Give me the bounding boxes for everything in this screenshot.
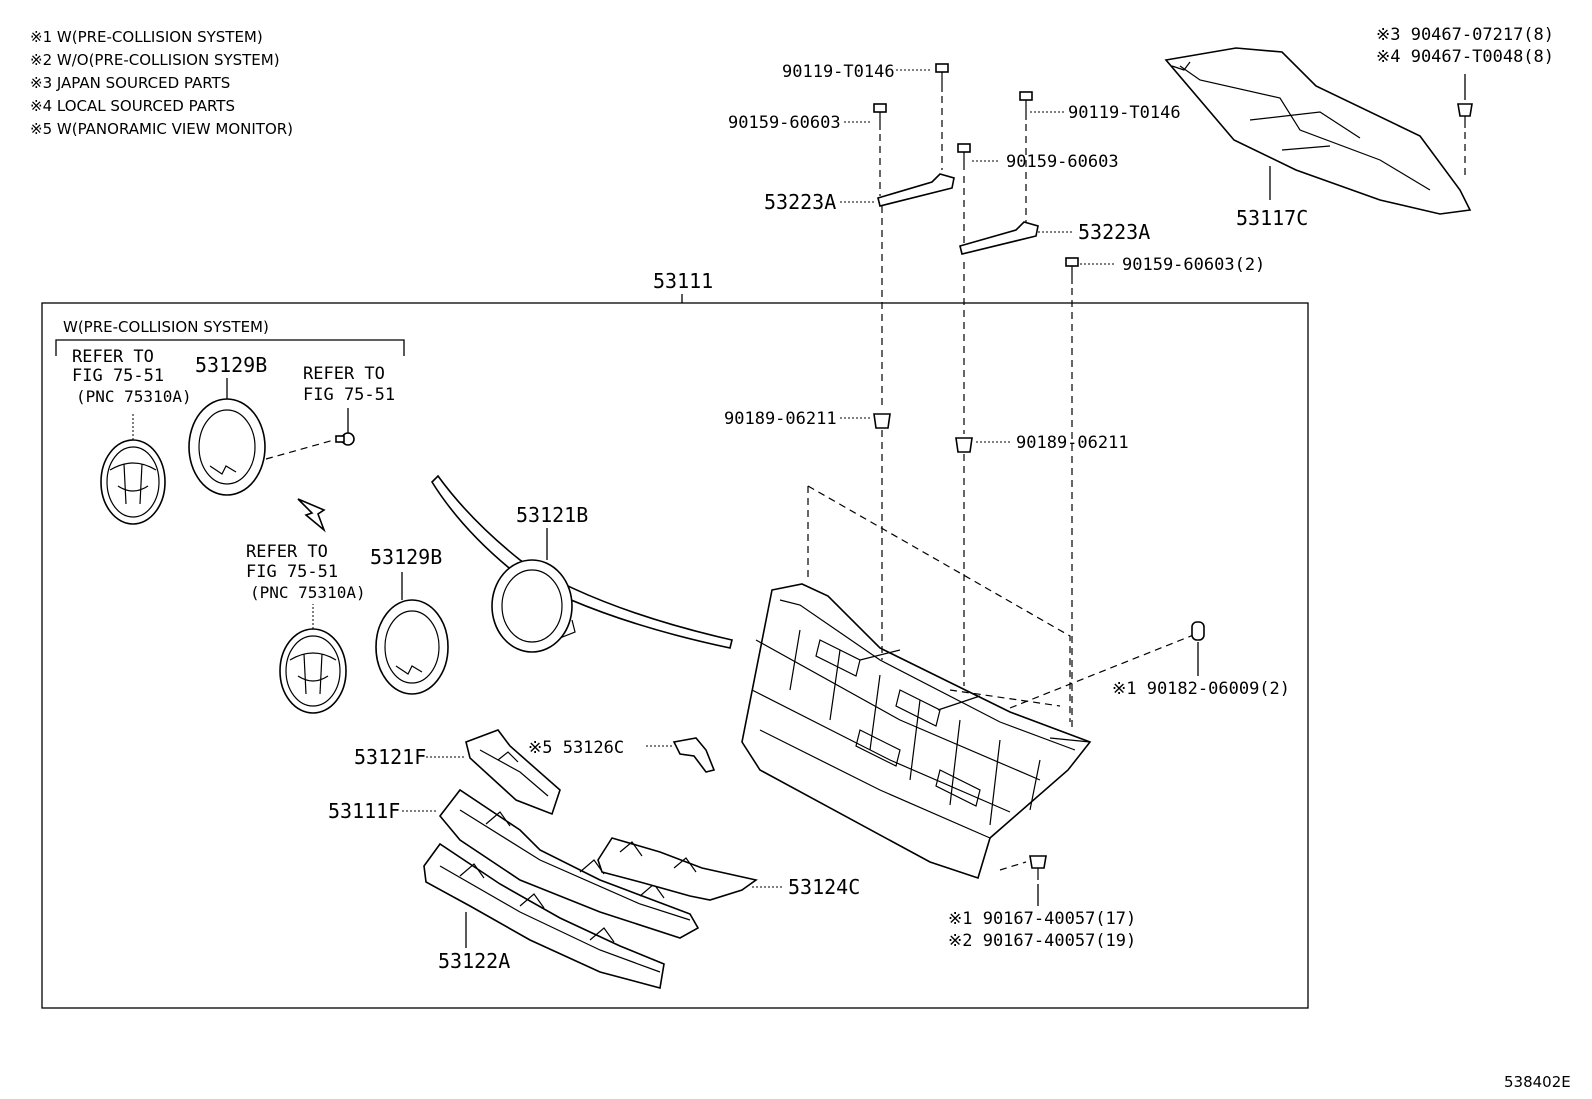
svg-text:FIG 75-51: FIG 75-51 <box>303 385 395 405</box>
part-label-53122a[interactable]: 53122A <box>438 949 510 973</box>
svg-text:FIG 75-51: FIG 75-51 <box>72 366 164 386</box>
part-label-53117c[interactable]: 53117C <box>1236 206 1308 230</box>
svg-text:(PNC 75310A): (PNC 75310A) <box>76 387 192 406</box>
legend-item-4: ※4 LOCAL SOURCED PARTS <box>30 97 235 115</box>
molding-53111f-icon <box>402 788 700 939</box>
part-label-90189-right[interactable]: 90189-06211 <box>1016 433 1129 453</box>
part-label-53111[interactable]: 53111 <box>653 269 713 293</box>
part-label-53124c[interactable]: 53124C <box>788 875 860 899</box>
svg-text:FIG 75-51: FIG 75-51 <box>246 562 338 582</box>
part-label-90467-japan[interactable]: ※3 90467-07217(8) <box>1376 25 1554 45</box>
part-label-90159-mid[interactable]: 90159-60603 <box>1006 152 1119 172</box>
bracket-53126c-icon <box>646 737 716 773</box>
part-label-90182[interactable]: ※1 90182-06009(2) <box>1112 679 1290 699</box>
nut-90189-left-icon <box>840 413 891 429</box>
refer-to-fig-right[interactable]: REFER TO FIG 75-51 <box>303 364 395 405</box>
svg-text:REFER TO: REFER TO <box>246 542 328 562</box>
part-label-90159-2[interactable]: 90159-60603(2) <box>1122 255 1265 275</box>
part-label-90119-right[interactable]: 90119-T0146 <box>1068 103 1181 123</box>
part-label-53129b-lower[interactable]: 53129B <box>370 545 442 569</box>
refer-to-fig-lower[interactable]: REFER TO FIG 75-51 (PNC 75310A) <box>246 542 366 602</box>
part-label-53223a-right[interactable]: 53223A <box>1078 220 1150 244</box>
cover-53117c-icon <box>1164 47 1472 215</box>
svg-text:REFER TO: REFER TO <box>72 347 154 367</box>
bolt-90159-mid-icon <box>957 143 1000 686</box>
part-label-90167-without-pcs[interactable]: ※2 90167-40057(19) <box>948 931 1136 951</box>
molding-53124c-icon <box>597 837 784 901</box>
part-label-90159-left[interactable]: 90159-60603 <box>728 113 841 133</box>
ring-53129b-upper-icon <box>188 378 266 496</box>
part-label-53223a-left[interactable]: 53223A <box>764 190 836 214</box>
guide-line <box>807 485 1071 722</box>
emblem-lower-icon <box>279 604 347 714</box>
bolt-90159-2-icon <box>1065 257 1116 730</box>
part-label-90189-left[interactable]: 90189-06211 <box>724 409 837 429</box>
legend-item-3: ※3 JAPAN SOURCED PARTS <box>30 74 230 92</box>
guide-line <box>1009 633 1197 709</box>
subgroup-title: W(PRE-COLLISION SYSTEM) <box>63 318 269 336</box>
part-label-53121f[interactable]: 53121F <box>354 745 426 769</box>
legend-item-2: ※2 W/O(PRE-COLLISION SYSTEM) <box>30 51 280 69</box>
refer-to-fig-left[interactable]: REFER TO FIG 75-51 (PNC 75310A) <box>72 347 192 406</box>
figure-id: 538402E <box>1504 1073 1571 1091</box>
part-label-53129b-upper[interactable]: 53129B <box>195 353 267 377</box>
direction-arrow-icon <box>297 498 326 533</box>
molding-53121b-icon <box>430 474 733 653</box>
clip-icon <box>265 408 355 460</box>
bolt-90119-left-icon <box>896 63 949 170</box>
svg-text:(PNC 75310A): (PNC 75310A) <box>250 583 366 602</box>
svg-text:REFER TO: REFER TO <box>303 364 385 384</box>
part-label-53111f[interactable]: 53111F <box>328 799 400 823</box>
legend: ※1 W(PRE-COLLISION SYSTEM) ※2 W/O(PRE-CO… <box>30 28 293 138</box>
bracket-53223a-right-icon <box>959 221 1074 255</box>
guide-line <box>949 689 1061 707</box>
part-label-90467-local[interactable]: ※4 90467-T0048(8) <box>1376 47 1554 67</box>
molding-53121f-icon <box>426 729 561 816</box>
bolt-90119-right-icon <box>1019 91 1064 224</box>
assembly-group-box <box>41 302 1309 1009</box>
legend-item-5: ※5 W(PANORAMIC VIEW MONITOR) <box>30 120 293 138</box>
part-label-53121b[interactable]: 53121B <box>516 503 588 527</box>
ring-53129b-lower-icon <box>375 572 449 695</box>
subgroup-bracket <box>55 339 405 356</box>
screw-90167-icon <box>1029 855 1047 906</box>
emblem-upper-icon <box>100 412 166 525</box>
part-label-53126c[interactable]: ※5 53126C <box>528 738 624 758</box>
bolt-90159-left-icon <box>844 103 887 660</box>
guide-line <box>999 861 1027 871</box>
clip-90467-icon <box>1457 74 1473 176</box>
part-label-90167-with-pcs[interactable]: ※1 90167-40057(17) <box>948 909 1136 929</box>
clip-90182-icon <box>1191 621 1205 676</box>
radiator-grille-icon <box>741 583 1092 880</box>
molding-53122a-icon <box>423 842 665 989</box>
bracket-53223a-left-icon <box>840 173 955 207</box>
nut-90189-right-icon <box>955 437 1012 453</box>
part-label-90119-left[interactable]: 90119-T0146 <box>782 62 895 82</box>
legend-item-1: ※1 W(PRE-COLLISION SYSTEM) <box>30 28 263 46</box>
